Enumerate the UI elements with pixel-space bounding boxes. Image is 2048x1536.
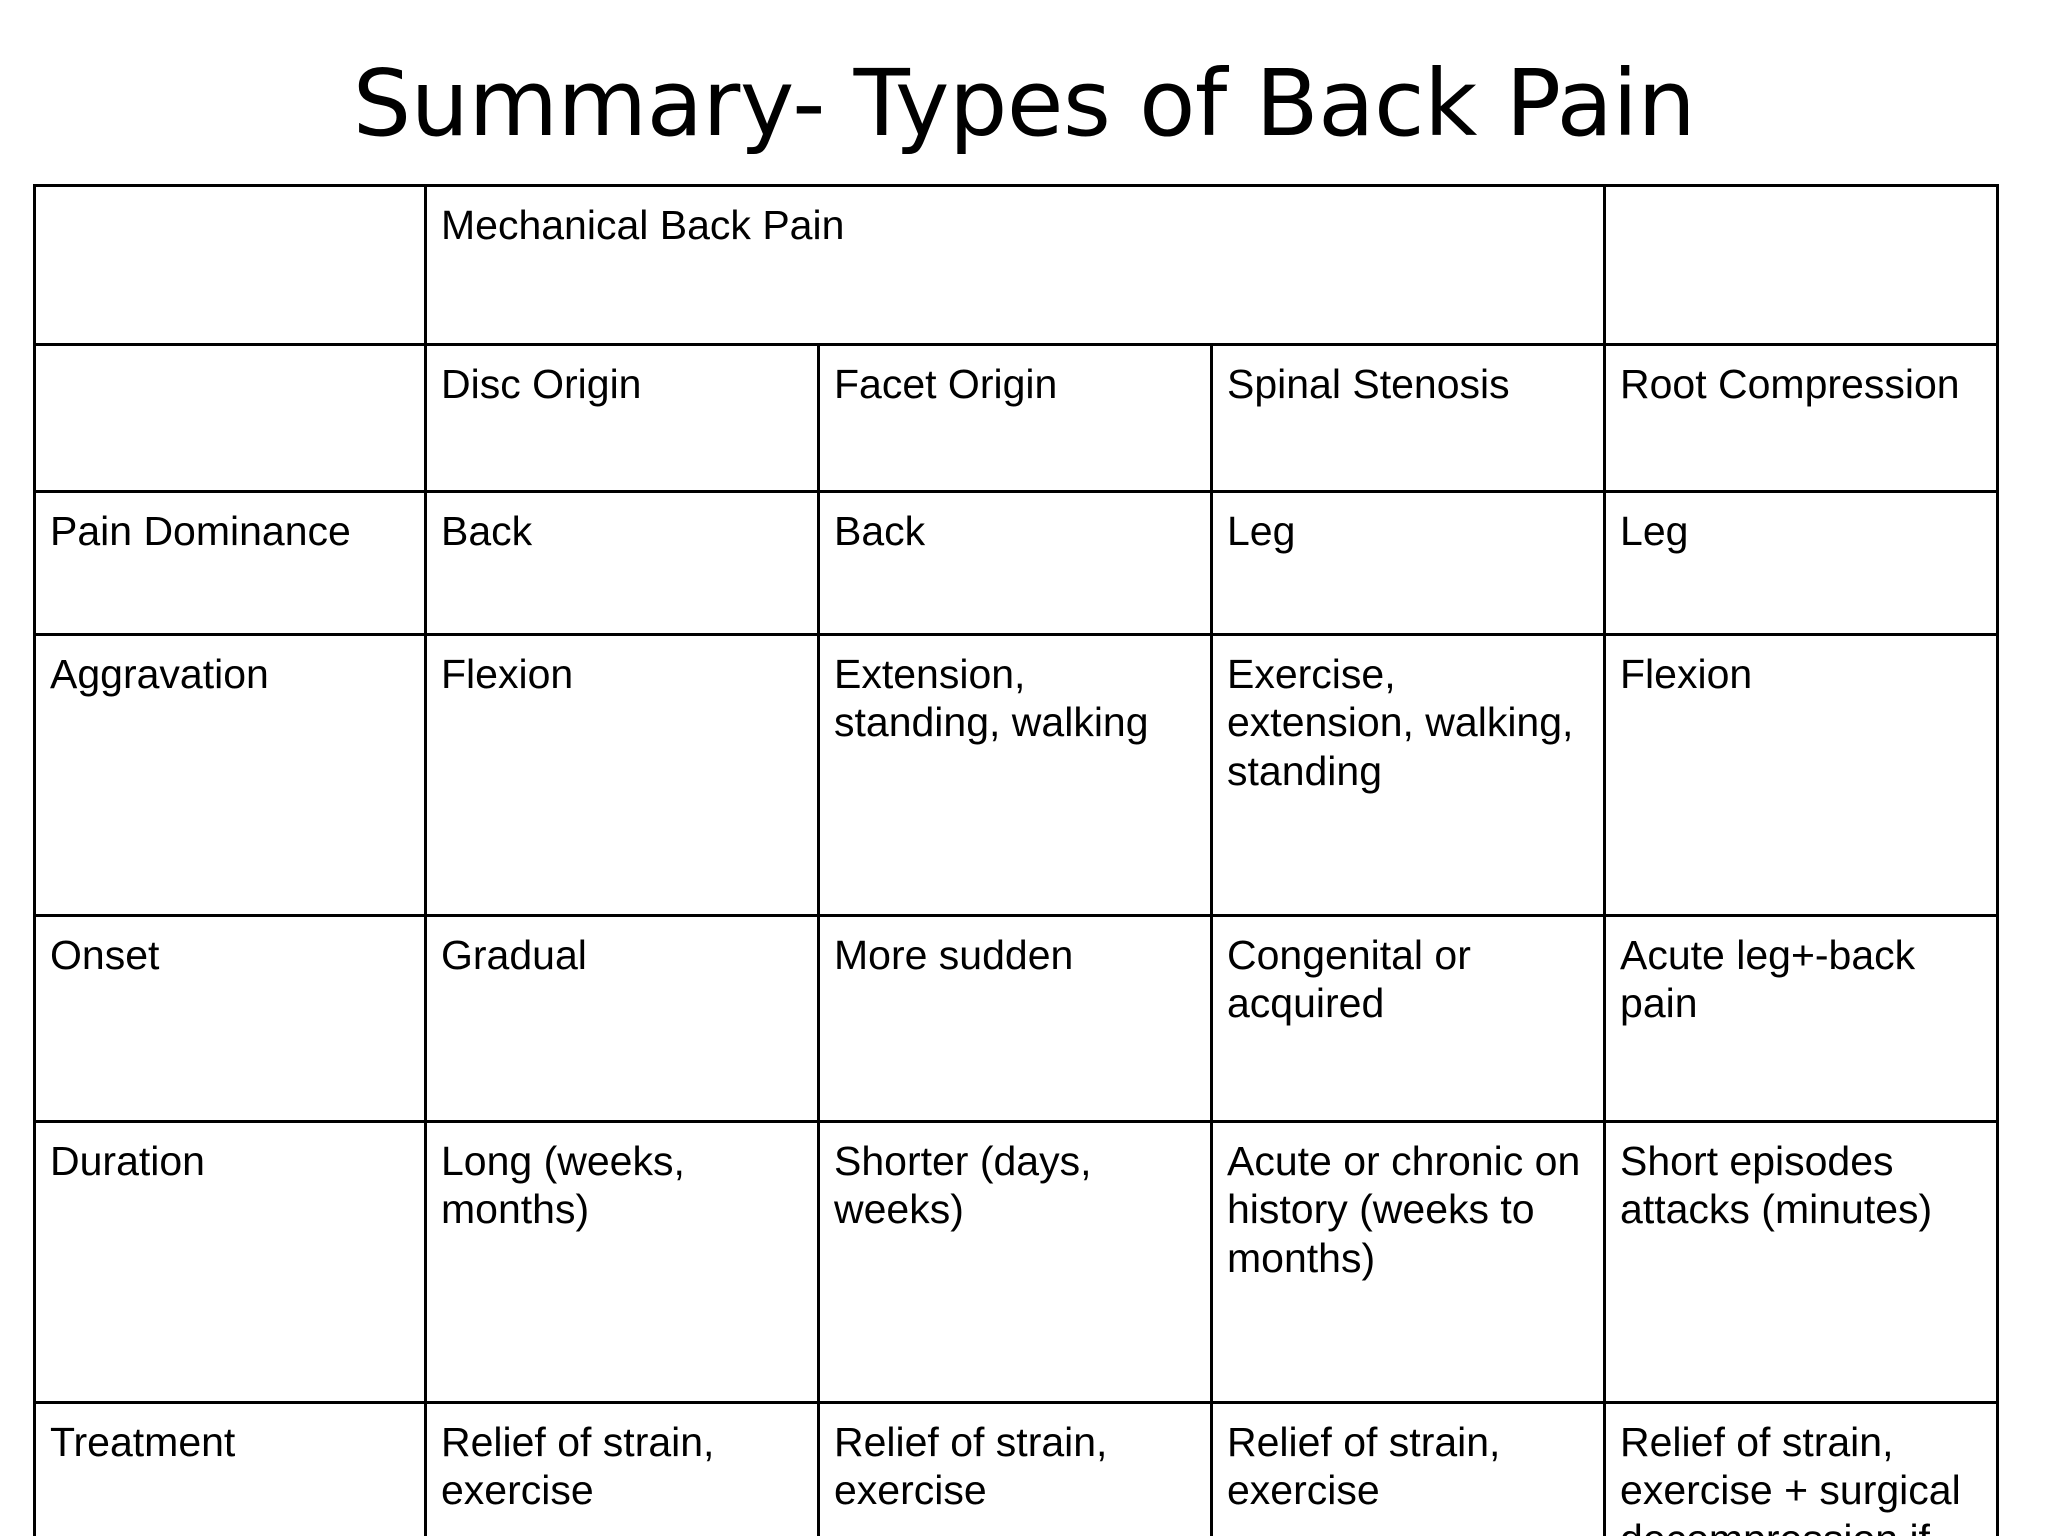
cell-pain-dominance-spinal-stenosis: Leg <box>1209 490 1607 636</box>
cell-duration-facet-origin: Shorter (days, weeks) <box>817 1120 1213 1404</box>
cell-text: Leg <box>1620 508 1689 554</box>
cell-text: Short episodes attacks (minutes) <box>1620 1138 1933 1233</box>
cell-text: Shorter (days, weeks) <box>834 1138 1092 1233</box>
cell-text: Long (weeks, months) <box>441 1138 685 1233</box>
cell-text: More sudden <box>834 932 1074 978</box>
back-pain-summary-table: Mechanical Back Pain Disc Origin Facet O… <box>33 184 2000 1536</box>
row-label-pain-dominance: Pain Dominance <box>33 490 427 636</box>
cell-text: Acute leg+-back pain <box>1620 932 1916 1027</box>
cell-text: Back <box>441 508 533 554</box>
column-header-disc-origin: Disc Origin <box>424 343 820 493</box>
cell-duration-root-compression: Short episodes attacks (minutes) <box>1603 1120 2000 1404</box>
row-label-text: Treatment <box>50 1419 236 1465</box>
column-header-root-compression: Root Compression <box>1603 343 2000 493</box>
row-label-onset: Onset <box>33 914 427 1123</box>
column-header-rowlabel <box>33 343 427 493</box>
table-row: Treatment Relief of strain, exercise Rel… <box>33 1401 2000 1536</box>
column-header-root-compression-text: Root Compression <box>1620 361 1960 407</box>
row-label-treatment: Treatment <box>33 1401 427 1536</box>
cell-duration-disc-origin: Long (weeks, months) <box>424 1120 820 1404</box>
cell-aggravation-root-compression: Flexion <box>1603 633 2000 917</box>
cell-aggravation-facet-origin: Extension, standing, walking <box>817 633 1213 917</box>
cell-treatment-spinal-stenosis: Relief of strain, exercise <box>1209 1401 1607 1536</box>
cell-onset-disc-origin: Gradual <box>424 914 820 1123</box>
group-header-mechanical-back-pain: Mechanical Back Pain <box>423 184 1607 346</box>
column-header-facet-origin: Facet Origin <box>817 343 1213 493</box>
cell-onset-root-compression: Acute leg+-back pain <box>1603 914 2000 1123</box>
cell-text: Back <box>834 508 926 554</box>
column-header-spinal-stenosis-text: Spinal Stenosis <box>1227 361 1510 407</box>
table-row-group-header: Mechanical Back Pain <box>33 184 2000 346</box>
row-label-text: Duration <box>50 1138 205 1184</box>
row-label-duration: Duration <box>33 1120 427 1404</box>
cell-aggravation-spinal-stenosis: Exercise, extension, walking, standing <box>1209 633 1607 917</box>
cell-treatment-facet-origin: Relief of strain, exercise <box>817 1401 1213 1536</box>
group-header-trailing-cell <box>1603 184 2000 346</box>
cell-text: Relief of strain, exercise <box>834 1419 1108 1514</box>
cell-pain-dominance-root-compression: Leg <box>1603 490 2000 636</box>
table-row: Onset Gradual More sudden Congenital or … <box>33 914 2000 1123</box>
cell-text: Relief of strain, exercise <box>1227 1419 1501 1514</box>
row-label-text: Pain Dominance <box>50 508 351 554</box>
table-row: Pain Dominance Back Back Leg Leg <box>33 490 2000 636</box>
cell-text: Acute or chronic on history (weeks to mo… <box>1227 1138 1581 1281</box>
cell-text: Flexion <box>441 651 574 697</box>
page-title: Summary- Types of Back Pain <box>352 50 1696 157</box>
cell-pain-dominance-facet-origin: Back <box>817 490 1213 636</box>
cell-treatment-disc-origin: Relief of strain, exercise <box>424 1401 820 1536</box>
column-header-spinal-stenosis: Spinal Stenosis <box>1209 343 1607 493</box>
cell-duration-spinal-stenosis: Acute or chronic on history (weeks to mo… <box>1209 1120 1607 1404</box>
cell-text: Flexion <box>1620 651 1753 697</box>
cell-text: Relief of strain, exercise + surgical de… <box>1620 1419 1961 1536</box>
column-header-facet-origin-text: Facet Origin <box>834 361 1058 407</box>
table-row: Aggravation Flexion Extension, standing,… <box>33 633 2000 917</box>
cell-treatment-root-compression: Relief of strain, exercise + surgical de… <box>1603 1401 2000 1536</box>
group-header-corner-cell <box>33 184 427 346</box>
group-header-label: Mechanical Back Pain <box>441 202 845 248</box>
row-label-text: Onset <box>50 932 160 978</box>
cell-text: Gradual <box>441 932 587 978</box>
cell-text: Leg <box>1227 508 1296 554</box>
cell-text: Relief of strain, exercise <box>441 1419 715 1514</box>
cell-text: Exercise, extension, walking, standing <box>1227 651 1574 794</box>
table-row: Duration Long (weeks, months) Shorter (d… <box>33 1120 2000 1404</box>
summary-table-container: Mechanical Back Pain Disc Origin Facet O… <box>33 184 2000 1536</box>
cell-onset-spinal-stenosis: Congenital or acquired <box>1209 914 1607 1123</box>
cell-text: Congenital or acquired <box>1227 932 1471 1027</box>
row-label-aggravation: Aggravation <box>33 633 427 917</box>
cell-pain-dominance-disc-origin: Back <box>424 490 820 636</box>
column-header-disc-origin-text: Disc Origin <box>441 361 642 407</box>
cell-aggravation-disc-origin: Flexion <box>424 633 820 917</box>
row-label-text: Aggravation <box>50 651 269 697</box>
table-row-column-headers: Disc Origin Facet Origin Spinal Stenosis… <box>33 343 2000 493</box>
cell-onset-facet-origin: More sudden <box>817 914 1213 1123</box>
cell-text: Extension, standing, walking <box>834 651 1149 746</box>
